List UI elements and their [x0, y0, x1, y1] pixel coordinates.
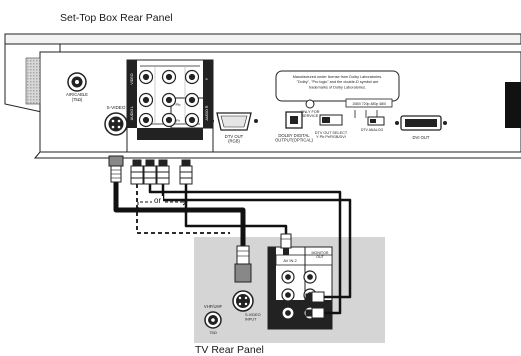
resolution-select-label: 1080i 720p 480p 480i	[352, 102, 386, 106]
optical-out-port	[285, 111, 303, 129]
pr-label: Pr	[176, 118, 181, 123]
monitor-out-label: MONITOR OUT	[133, 141, 159, 145]
stb-rca-jacks	[138, 69, 200, 128]
av-in-label: AV IN 2	[283, 258, 297, 263]
audio-r-label: AUDIO R	[205, 105, 209, 120]
tv-svideo-jack	[232, 290, 254, 312]
rca-plugs-stb	[130, 159, 193, 185]
service-port	[305, 99, 315, 109]
stb-chassis	[4, 33, 521, 159]
video-cable	[136, 184, 230, 234]
video-cable-to-tv	[184, 184, 288, 246]
ohm-label: 75Ω	[209, 330, 216, 335]
air-cable-jack	[67, 72, 87, 92]
or-label: or	[152, 196, 164, 205]
stb-svideo-jack	[104, 112, 128, 136]
tv-vhf-uhf-jack	[204, 311, 222, 329]
stb-jack-vertical-labels: VIDEO AUDIO L Y AUDIO R	[130, 73, 209, 120]
dtv-out-rgb-label: DTV OUT(RGB)	[225, 134, 244, 144]
pb-label: Pb	[176, 102, 182, 107]
dolby-notice-box	[275, 70, 400, 102]
audio-r-cable	[148, 184, 342, 315]
dtv-out-select-switch	[319, 114, 343, 126]
switch-labels: DTV ANALOG	[361, 128, 384, 132]
dvi-out-label: DVI OUT	[413, 135, 430, 140]
stb-small-labels: AIR/CABLE(75Ω) S-VIDEO MONITOR OUT DTV O…	[66, 75, 430, 145]
vhf-uhf-label: VHF/UHF	[204, 304, 223, 309]
svideo-plug-stb	[108, 155, 124, 183]
or-bracket	[137, 201, 180, 210]
video-label: VIDEO	[130, 73, 134, 84]
rca-plug-tv	[280, 233, 292, 255]
audio-plugs-tv	[305, 291, 325, 319]
y-label: Y	[205, 77, 209, 80]
dvi-out-port	[395, 115, 447, 131]
tv-panel-title: TV Rear Panel	[195, 344, 264, 356]
svideo-label: S-VIDEO	[107, 105, 126, 110]
svideo-plug-tv	[234, 245, 252, 283]
dolby-notice-text: Manufactured under license from Dolby La…	[293, 75, 383, 89]
dtv-out-component-label: DTV OUT (COMPONENT)	[161, 141, 203, 145]
svideo-cable	[113, 182, 246, 246]
stb-component-labels: Pb Pr	[176, 102, 182, 123]
cables	[113, 182, 352, 315]
audio-l-label: AUDIO L	[130, 106, 134, 120]
resolution-selector	[345, 98, 393, 126]
stb-panel-title: Set-Top Box Rear Panel	[60, 12, 173, 24]
rgb-dsub-port	[210, 112, 258, 131]
air-cable-label: AIR/CABLE(75Ω)	[66, 92, 88, 102]
